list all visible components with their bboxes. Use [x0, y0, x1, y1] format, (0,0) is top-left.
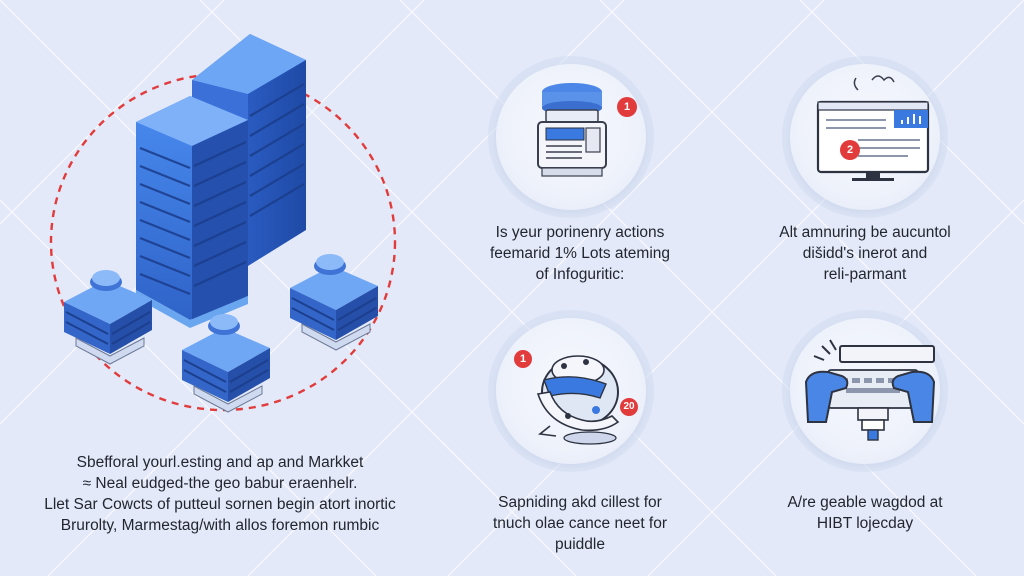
- hero-caption-line: Brurolty, Marmestag/with allos foremon r…: [60, 517, 380, 534]
- step-1-badge: 1: [617, 97, 637, 117]
- step-2-caption-line: Alt amnuring be aucuntol: [779, 224, 951, 241]
- server-stack-middle-icon: [182, 314, 270, 413]
- step-3-caption-line: puiddle: [555, 536, 605, 553]
- server-stack-right-icon: [290, 254, 378, 351]
- step-4-caption-line: HIBT lojecday: [816, 515, 914, 532]
- step-4-caption: A/re geable wagdod at HIBT lojecday: [740, 492, 990, 534]
- step-1-caption-line: of Infoguritic:: [535, 266, 625, 283]
- hero-caption-line: Llet Sar Cowcts of putteul sornen begin …: [44, 496, 396, 513]
- step-2-caption-line: reli-parmant: [823, 266, 907, 283]
- robotic-scanner-icon: [536, 355, 620, 445]
- server-cluster-illustration: [49, 34, 397, 413]
- hero-caption: Sbefforal yourl.esting and ap and Markke…: [10, 452, 430, 536]
- printer-device-icon: [537, 83, 607, 177]
- step-1-caption: Is yeur porinenry actions feemarid 1% Lo…: [455, 222, 705, 285]
- step-3-badge-bottom: 20: [620, 398, 638, 416]
- step-3-caption-line: Sapniding akd cillest for: [498, 494, 662, 511]
- step-1-caption-line: Is yeur porinenry actions: [495, 224, 665, 241]
- step-3-badge-top: 1: [514, 350, 532, 368]
- hero-caption-line: Sbefforal yourl.esting and ap and Markke…: [76, 454, 364, 471]
- step-3-caption-line: tnuch olae cance neet for: [492, 515, 668, 532]
- dashed-boundary-ring: [49, 72, 397, 412]
- step-3-caption: Sapniding akd cillest for tnuch olae can…: [455, 492, 705, 555]
- hero-caption-line: ≈ Neal eudged-the geo babur eraenhelr.: [82, 475, 358, 492]
- step-2-badge: 2: [840, 140, 860, 160]
- server-stack-left-icon: [64, 270, 152, 365]
- step-2-caption-line: dišidd's inerot and: [802, 245, 928, 262]
- step-1-caption-line: feemarid 1% Lots ateming: [489, 245, 671, 262]
- monitor-dashboard-icon: [816, 75, 930, 181]
- step-2-caption: Alt amnuring be aucuntol dišidd's inerot…: [740, 222, 990, 285]
- step-4-caption-line: A/re geable wagdod at: [787, 494, 943, 511]
- hands-keyboard-icon: [804, 339, 936, 441]
- server-tower-icon: [136, 34, 306, 328]
